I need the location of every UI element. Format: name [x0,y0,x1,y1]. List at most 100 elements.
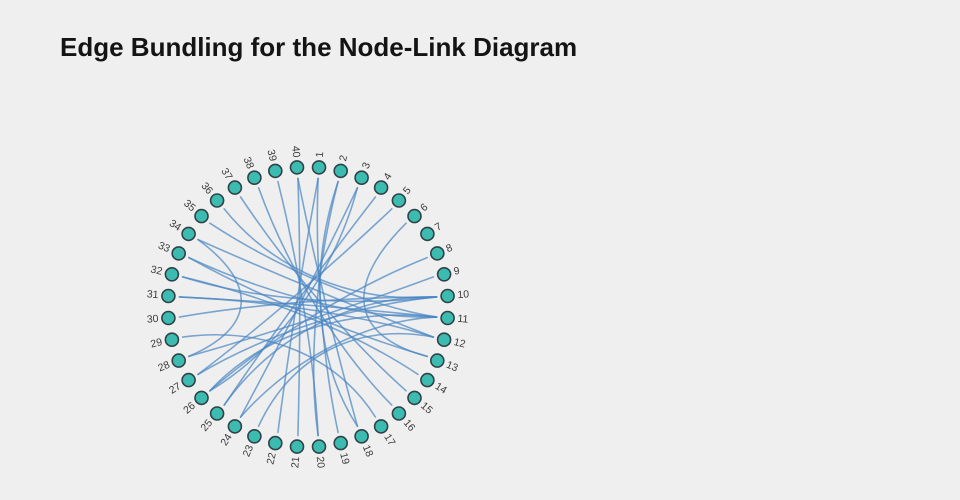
node-label-11: 11 [457,313,469,326]
node-label-7: 7 [433,220,444,233]
node-label-17: 17 [381,432,397,448]
graph-edge [239,196,407,392]
graph-node-29[interactable] [164,332,180,348]
graph-node-34[interactable] [181,226,196,242]
node-label-35: 35 [181,197,198,214]
node-label-29: 29 [149,336,163,350]
node-label-9: 9 [452,265,461,278]
graph-node-25[interactable] [209,406,225,421]
graph-edge [297,177,359,427]
graph-node-6[interactable] [407,208,422,224]
graph-node-16[interactable] [391,406,407,421]
edges-layer [178,177,438,437]
node-label-31: 31 [146,288,159,301]
node-label-39: 39 [264,148,278,162]
graph-node-37[interactable] [227,180,243,195]
graph-edge [197,296,438,376]
graph-edge [239,187,359,418]
graph-node-7[interactable] [420,226,435,242]
graph-edge [239,316,438,418]
graph-node-8[interactable] [429,246,445,261]
graph-edge [209,187,359,392]
graph-node-30[interactable] [161,310,176,326]
node-label-2: 2 [337,154,350,163]
node-label-15: 15 [418,400,435,417]
node-label-27: 27 [167,380,183,396]
graph-edge [223,296,438,406]
graph-node-35[interactable] [194,208,209,224]
node-label-16: 16 [401,417,418,434]
node-label-24: 24 [218,432,234,448]
node-label-12: 12 [452,336,466,350]
node-label-4: 4 [381,171,394,182]
node-label-26: 26 [181,400,198,417]
graph-edge [209,256,428,392]
graph-edge [277,180,319,437]
graph-edge [188,238,242,358]
node-label-36: 36 [198,180,215,197]
node-label-20: 20 [314,456,327,469]
node-label-13: 13 [444,359,460,375]
graph-node-2[interactable] [333,163,349,179]
graph-edge [209,222,438,318]
graph-node-9[interactable] [436,266,452,282]
node-label-18: 18 [360,443,376,459]
graph-node-19[interactable] [333,435,349,451]
nodes-layer [161,160,455,454]
graph-node-3[interactable] [354,170,369,185]
graph-edge [257,332,435,427]
node-label-38: 38 [241,155,257,171]
node-label-37: 37 [218,166,234,182]
graph-node-10[interactable] [440,288,455,304]
node-label-28: 28 [156,359,172,375]
node-label-21: 21 [289,456,302,469]
graph-node-36[interactable] [209,193,225,208]
node-label-40: 40 [289,145,302,158]
node-label-30: 30 [146,313,159,326]
graph-node-11[interactable] [440,310,455,326]
graph-node-38[interactable] [247,170,262,185]
graph-node-4[interactable] [373,180,389,195]
graph-node-14[interactable] [420,372,435,388]
graph-node-32[interactable] [164,266,180,282]
graph-node-23[interactable] [247,428,262,444]
graph-node-17[interactable] [373,419,389,434]
graph-node-28[interactable] [171,353,186,368]
graph-edge [363,222,428,358]
graph-node-24[interactable] [227,419,243,434]
graph-edge [297,177,301,437]
graph-node-18[interactable] [354,428,369,444]
graph-node-21[interactable] [289,439,305,454]
node-label-14: 14 [433,380,449,396]
node-label-33: 33 [156,240,172,256]
graph-edge [188,276,435,358]
graph-node-31[interactable] [161,288,176,304]
graph-node-26[interactable] [194,390,209,406]
graph-node-22[interactable] [267,435,283,451]
node-label-3: 3 [360,161,373,171]
node-label-8: 8 [444,242,454,255]
graph-node-39[interactable] [267,163,283,179]
graph-node-15[interactable] [407,390,422,406]
node-label-23: 23 [241,443,257,459]
node-label-10: 10 [457,288,470,301]
node-label-32: 32 [149,263,163,277]
graph-node-13[interactable] [429,353,445,368]
node-label-1: 1 [314,151,326,158]
graph-node-33[interactable] [171,246,186,261]
graph-node-5[interactable] [391,193,407,208]
graph-node-12[interactable] [436,332,452,348]
graph-edge [197,238,435,338]
chart-title: Edge Bundling for the Node-Link Diagram [60,32,578,62]
node-label-25: 25 [198,417,215,434]
graph-edge [178,296,435,338]
graph-node-20[interactable] [311,439,327,454]
graph-node-1[interactable] [311,160,327,175]
node-label-19: 19 [337,451,351,465]
graph-edge [257,187,393,406]
graph-node-40[interactable] [289,160,305,175]
graph-node-27[interactable] [181,372,196,388]
